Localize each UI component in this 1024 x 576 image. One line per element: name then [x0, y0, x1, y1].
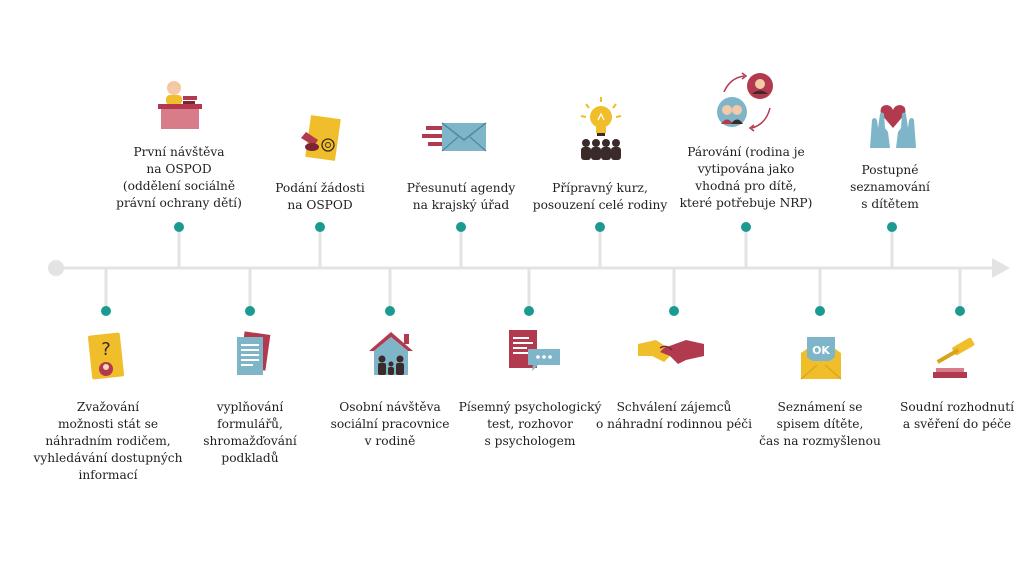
lightbulb-group-icon [580, 97, 622, 160]
forms-icon [237, 331, 271, 375]
step-label-10: Párování (rodina je vytipována jako vhod… [679, 145, 813, 210]
step-label-1: Zvažování možnosti stát se náhradním rod… [33, 400, 183, 482]
step-label-7: Písemný psychologický test, rozhovor s p… [458, 400, 602, 448]
step-dot-5 [385, 306, 395, 316]
timeline-start-circle [48, 260, 64, 276]
flying-envelope-icon [422, 122, 487, 152]
step-dot-7 [524, 306, 534, 316]
step-dot-3 [245, 306, 255, 316]
timeline-arrowhead [992, 258, 1010, 278]
step-label-4: Podání žádosti na OSPOD [275, 181, 365, 212]
step-dot-6 [456, 222, 466, 232]
step-label-13: Soudní rozhodnutí a svěření do péče [899, 400, 1015, 431]
step-label-11: Seznámení se spisem dítěte, čas na rozmy… [759, 400, 881, 448]
step-dot-2 [174, 222, 184, 232]
test-chat-icon [509, 330, 560, 371]
step-label-9: Schválení zájemců o náhradní rodinnou pé… [595, 400, 753, 431]
svg-text:OK: OK [812, 344, 830, 357]
ok-envelope-icon: OK [800, 337, 842, 380]
step-label-12: Postupné seznamování s dítětem [850, 163, 930, 211]
step-dot-1 [101, 306, 111, 316]
step-dot-8 [595, 222, 605, 232]
office-desk-icon [158, 81, 202, 129]
svg-text:?: ? [101, 339, 111, 360]
stamped-document-icon [301, 115, 341, 161]
hands-heart-icon [870, 105, 916, 148]
step-dot-13 [955, 306, 965, 316]
question-document-icon: ? [87, 332, 125, 380]
step-label-5: Osobní návštěva sociální pracovnice v ro… [330, 400, 450, 448]
gavel-icon [933, 337, 975, 378]
house-family-icon [369, 332, 413, 375]
step-dot-10 [741, 222, 751, 232]
step-label-6: Přesunutí agendy na krajský úřad [406, 181, 516, 212]
handshake-icon [638, 340, 704, 364]
matching-icon [717, 72, 773, 132]
step-dot-12 [887, 222, 897, 232]
step-label-8: Přípravný kurz, posouzení celé rodiny [532, 181, 668, 212]
step-dot-4 [315, 222, 325, 232]
step-dot-11 [815, 306, 825, 316]
step-label-3: vyplňování formulářů, shromažďování podk… [203, 400, 297, 465]
step-label-2: První návštěva na OSPOD (oddělení sociál… [116, 145, 242, 210]
step-dot-9 [669, 306, 679, 316]
